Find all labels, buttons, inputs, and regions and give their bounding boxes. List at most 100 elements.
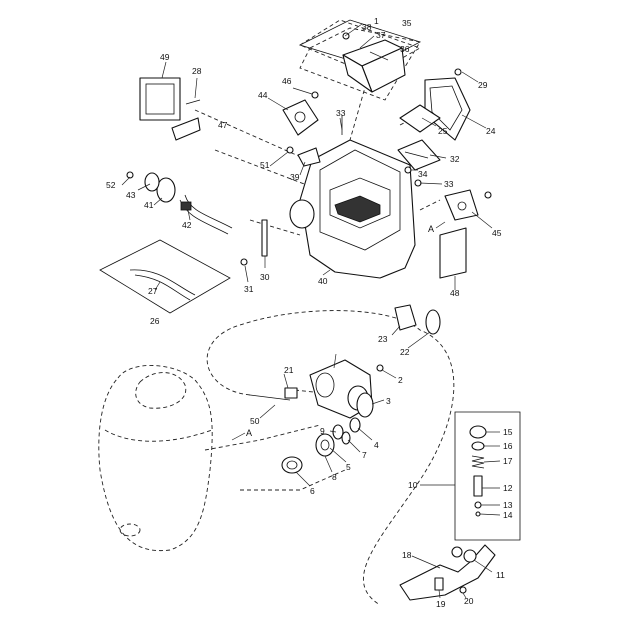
- connector-42: [180, 201, 192, 211]
- callout: 24: [486, 126, 496, 136]
- callout: 12: [503, 483, 513, 493]
- callout: 51: [260, 160, 270, 170]
- part-8: [315, 433, 335, 457]
- callout: 47: [218, 120, 228, 130]
- callout: 9: [320, 426, 325, 436]
- screw-51: [286, 146, 294, 154]
- callout: 23: [378, 334, 388, 344]
- fitting-21: [284, 387, 298, 399]
- leader-4: [357, 427, 373, 441]
- bracket-44: [282, 99, 319, 136]
- leader-17: [483, 460, 501, 463]
- reference-mark-a: A: [428, 224, 434, 234]
- leader-33b: [419, 182, 443, 185]
- leader-18: [411, 555, 441, 569]
- gasket-48: [439, 227, 467, 279]
- callout: 34: [418, 169, 428, 179]
- callout: 43: [126, 190, 136, 200]
- screw-52: [126, 171, 134, 179]
- callout: 26: [150, 316, 160, 326]
- callout: 45: [492, 228, 502, 238]
- leader-25: [421, 117, 437, 127]
- leader-1: [333, 353, 337, 369]
- fuel-tank-fitting: [119, 523, 141, 537]
- panel-26-outline: [99, 239, 231, 314]
- leader-28: [194, 77, 198, 99]
- callout: 27: [148, 286, 158, 296]
- leader-5: [329, 447, 347, 463]
- part-8-hole: [320, 439, 330, 451]
- callout: 33: [336, 108, 346, 118]
- reference-arrow-a: [435, 221, 446, 229]
- callout: 44: [258, 90, 268, 100]
- projection-line: [240, 469, 346, 491]
- callout: 48: [450, 288, 460, 298]
- projection-line: [349, 69, 371, 141]
- part-9: [332, 424, 344, 440]
- panel-10-outline: [454, 411, 521, 541]
- rod-30: [261, 219, 268, 257]
- bracket-45: [444, 189, 479, 221]
- callout: 37: [376, 30, 386, 40]
- callout: 16: [503, 441, 513, 451]
- callout: 18: [402, 550, 412, 560]
- leader-44: [267, 97, 289, 111]
- leader-38: [344, 23, 363, 37]
- leader-49: [161, 61, 167, 79]
- callout: 46: [282, 76, 292, 86]
- housing-inner: [319, 149, 401, 251]
- callout: 13: [503, 500, 513, 510]
- callout: 35: [402, 18, 412, 28]
- cover-24-inner: [429, 85, 463, 131]
- leader-24: [461, 114, 487, 129]
- projection-line: [194, 109, 331, 171]
- leader-52: [121, 176, 131, 186]
- projection-line: [204, 424, 321, 451]
- callout: 28: [192, 66, 202, 76]
- fuel-tank-outline: [98, 365, 213, 552]
- leader-33: [339, 117, 343, 131]
- part-32-ridge: [404, 151, 429, 159]
- screw-46: [311, 91, 319, 99]
- fuel-tank-seam: [104, 429, 213, 442]
- leader-40: [322, 269, 331, 276]
- nut-11: [463, 549, 477, 563]
- filter-49: [139, 77, 181, 121]
- housing-cavity: [329, 177, 391, 229]
- fuel-tank-cap: [135, 372, 187, 409]
- callout: 29: [478, 80, 488, 90]
- part-25: [399, 104, 441, 133]
- callout: 41: [144, 200, 154, 210]
- throttle-lever: [399, 544, 496, 601]
- callout: 36: [400, 44, 410, 54]
- callout: 10: [408, 480, 418, 490]
- bracket-45-hole: [457, 201, 467, 211]
- leader-43: [137, 183, 151, 191]
- leader-3: [371, 399, 385, 405]
- leader-29: [461, 71, 479, 83]
- leader-21: [283, 373, 289, 389]
- callout: 7: [362, 450, 367, 460]
- callout: 52: [106, 180, 116, 190]
- leader-7: [347, 439, 361, 453]
- callout: 32: [450, 154, 460, 164]
- callout: 8: [332, 472, 337, 482]
- throttle-cable: [206, 310, 455, 606]
- callout: 4: [374, 440, 379, 450]
- part-7: [341, 431, 351, 445]
- cable-end-50: [249, 394, 291, 401]
- callout: 5: [346, 462, 351, 472]
- leader-11: [473, 559, 493, 573]
- housing-shadow: [334, 195, 381, 223]
- callout: 42: [182, 220, 192, 230]
- leader-39: [299, 161, 306, 176]
- leader-14: [479, 513, 501, 516]
- filter-49-inner: [145, 83, 175, 115]
- ring-6-inner: [286, 460, 298, 470]
- leader-20: [462, 592, 467, 599]
- ring-6: [281, 456, 303, 474]
- plunger-12: [473, 475, 483, 497]
- callout: 11: [496, 570, 505, 580]
- leader-37: [359, 35, 375, 49]
